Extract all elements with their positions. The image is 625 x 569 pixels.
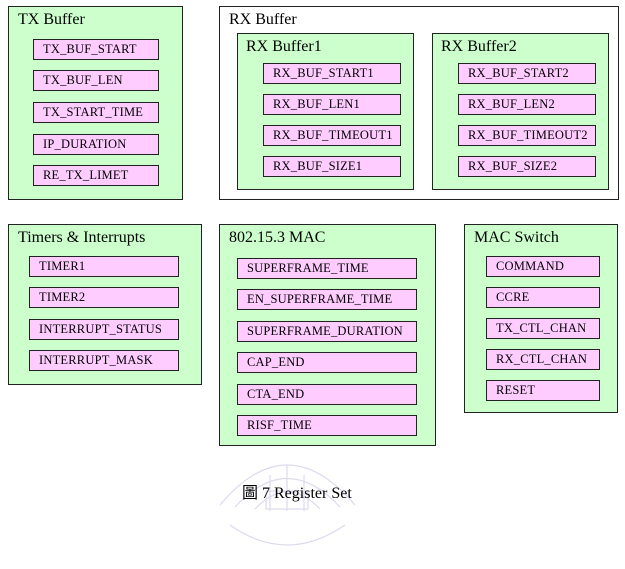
register-rx-buf-size2: RX_BUF_SIZE2	[458, 156, 596, 177]
register-cap-end: CAP_END	[237, 352, 417, 373]
timers-interrupts-title: Timers & Interrupts	[18, 229, 146, 246]
register-rx-buf-len2: RX_BUF_LEN2	[458, 94, 596, 115]
rx-buffer-title: RX Buffer	[229, 11, 297, 28]
university-seal-watermark	[219, 464, 356, 546]
mac-802-15-3-title: 802.15.3 MAC	[229, 229, 326, 246]
register-en-superframe-time: EN_SUPERFRAME_TIME	[237, 289, 417, 310]
register-rx-buf-timeout1: RX_BUF_TIMEOUT1	[263, 125, 401, 146]
register-timer2: TIMER2	[29, 287, 179, 308]
register-rx-buf-size1: RX_BUF_SIZE1	[263, 156, 401, 177]
register-ip-duration: IP_DURATION	[33, 134, 159, 155]
mac-switch-title: MAC Switch	[474, 229, 559, 246]
rx-buffer1-title: RX Buffer1	[246, 38, 322, 55]
register-ccre: CCRE	[486, 287, 600, 308]
register-cta-end: CTA_END	[237, 384, 417, 405]
register-interrupt-mask: INTERRUPT_MASK	[29, 350, 179, 371]
register-rx-ctl-chan: RX_CTL_CHAN	[486, 349, 600, 370]
register-superframe-duration: SUPERFRAME_DURATION	[237, 321, 417, 342]
mac-802-15-3-group: 802.15.3 MAC SUPERFRAME_TIME EN_SUPERFRA…	[219, 224, 436, 446]
register-interrupt-status: INTERRUPT_STATUS	[29, 319, 179, 340]
register-timer1: TIMER1	[29, 256, 179, 277]
register-superframe-time: SUPERFRAME_TIME	[237, 258, 417, 279]
register-rx-buf-start1: RX_BUF_START1	[263, 63, 401, 84]
tx-buffer-title: TX Buffer	[18, 11, 85, 28]
register-tx-ctl-chan: TX_CTL_CHAN	[486, 318, 600, 339]
register-tx-buf-start: TX_BUF_START	[33, 39, 159, 60]
register-risf-time: RISF_TIME	[237, 415, 417, 436]
register-reset: RESET	[486, 380, 600, 401]
rx-buffer1-group: RX Buffer1 RX_BUF_START1 RX_BUF_LEN1 RX_…	[237, 33, 414, 190]
register-tx-start-time: TX_START_TIME	[33, 102, 159, 123]
register-rx-buf-len1: RX_BUF_LEN1	[263, 94, 401, 115]
rx-buffer-group: RX Buffer RX Buffer1 RX_BUF_START1 RX_BU…	[219, 6, 619, 200]
register-re-tx-limet: RE_TX_LIMET	[33, 165, 159, 186]
rx-buffer2-title: RX Buffer2	[441, 38, 517, 55]
register-tx-buf-len: TX_BUF_LEN	[33, 70, 159, 91]
figure-caption: 圖 7 Register Set	[242, 485, 352, 502]
register-command: COMMAND	[486, 256, 600, 277]
tx-buffer-group: TX Buffer TX_BUF_START TX_BUF_LEN TX_STA…	[8, 6, 183, 200]
timers-interrupts-group: Timers & Interrupts TIMER1 TIMER2 INTERR…	[8, 224, 202, 385]
register-rx-buf-start2: RX_BUF_START2	[458, 63, 596, 84]
mac-switch-group: MAC Switch COMMAND CCRE TX_CTL_CHAN RX_C…	[464, 224, 618, 413]
register-rx-buf-timeout2: RX_BUF_TIMEOUT2	[458, 125, 596, 146]
rx-buffer2-group: RX Buffer2 RX_BUF_START2 RX_BUF_LEN2 RX_…	[432, 33, 609, 190]
